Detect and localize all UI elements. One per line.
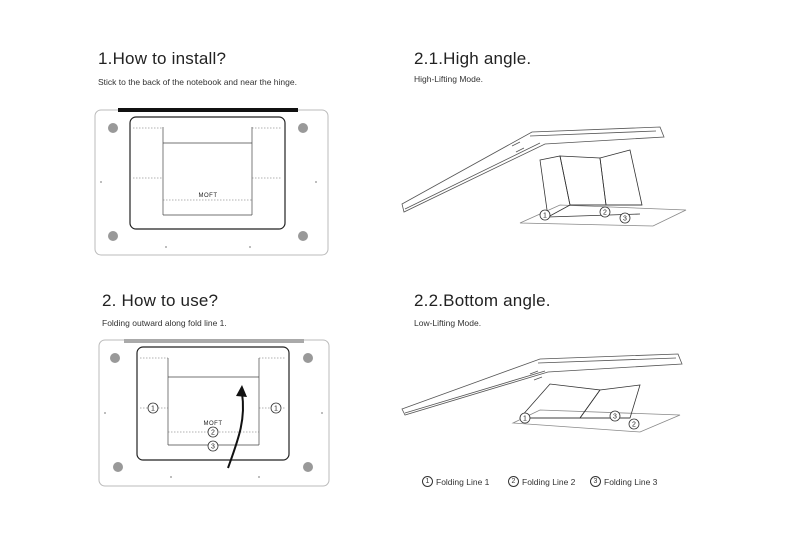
svg-text:2: 2 xyxy=(603,210,607,217)
svg-text:1: 1 xyxy=(151,406,155,413)
moft-logo: MOFT xyxy=(199,193,218,199)
foot-icon xyxy=(113,462,123,472)
foot-icon xyxy=(110,353,120,363)
fold-marker-2 xyxy=(599,206,611,218)
high-angle-markers: 1 2 3 xyxy=(539,206,631,224)
legend-label: Folding Line 3 xyxy=(604,476,658,487)
fold-marker-1 xyxy=(147,402,159,414)
legend-label: Folding Line 1 xyxy=(436,476,490,487)
legend-label: Folding Line 2 xyxy=(522,476,576,487)
foot-icon xyxy=(298,123,308,133)
high-angle-title: 2.1.High angle. xyxy=(414,49,532,68)
moft-stand-outline xyxy=(129,116,286,230)
fold-arrow-icon xyxy=(227,392,244,469)
foot-icon xyxy=(303,353,313,363)
use-subtitle: Folding outward along fold line 1. xyxy=(102,318,227,328)
svg-text:3: 3 xyxy=(613,414,617,421)
fold-marker-2 xyxy=(628,418,640,430)
foot-icon xyxy=(108,231,118,241)
legend-marker: 3 xyxy=(590,476,601,487)
legend-item-1: 1 Folding Line 1 xyxy=(422,476,489,487)
fold-marker-1 xyxy=(270,402,282,414)
use-laptop-figure: MOFT 1 1 2 3 xyxy=(98,339,330,487)
high-angle-subtitle: High-Lifting Mode. xyxy=(414,74,483,84)
fold-marker-3 xyxy=(207,440,219,452)
fold-marker-2 xyxy=(207,426,219,438)
bottom-angle-figure xyxy=(401,353,683,433)
foot-icon xyxy=(298,231,308,241)
svg-text:2: 2 xyxy=(632,422,636,429)
svg-text:3: 3 xyxy=(211,444,215,451)
legend-item-3: 3 Folding Line 3 xyxy=(590,476,657,487)
install-laptop-figure: MOFT xyxy=(94,108,329,256)
fold-marker-3 xyxy=(619,212,631,224)
bottom-angle-subtitle: Low-Lifting Mode. xyxy=(414,318,482,328)
fold-marker-1 xyxy=(539,209,551,221)
hinge-bar xyxy=(118,108,298,112)
fold-marker-1 xyxy=(519,412,531,424)
install-title: 1.How to install? xyxy=(98,49,227,68)
svg-text:2: 2 xyxy=(211,430,215,437)
fold-marker-3 xyxy=(609,410,621,422)
legend-marker: 1 xyxy=(422,476,433,487)
legend-marker: 2 xyxy=(508,476,519,487)
svg-text:1: 1 xyxy=(543,213,547,220)
svg-text:3: 3 xyxy=(623,216,627,223)
hinge-bar xyxy=(124,339,304,343)
bottom-angle-markers: 1 3 2 xyxy=(519,410,640,430)
use-title: 2. How to use? xyxy=(102,291,219,310)
legend-item-2: 2 Folding Line 2 xyxy=(508,476,575,487)
foot-icon xyxy=(108,123,118,133)
moft-logo: MOFT xyxy=(204,421,223,427)
bottom-angle-title: 2.2.Bottom angle. xyxy=(414,291,551,310)
foot-icon xyxy=(303,462,313,472)
svg-text:1: 1 xyxy=(523,416,527,423)
moft-stand-outline xyxy=(136,346,290,461)
install-subtitle: Stick to the back of the notebook and ne… xyxy=(98,77,297,87)
svg-text:1: 1 xyxy=(274,406,278,413)
